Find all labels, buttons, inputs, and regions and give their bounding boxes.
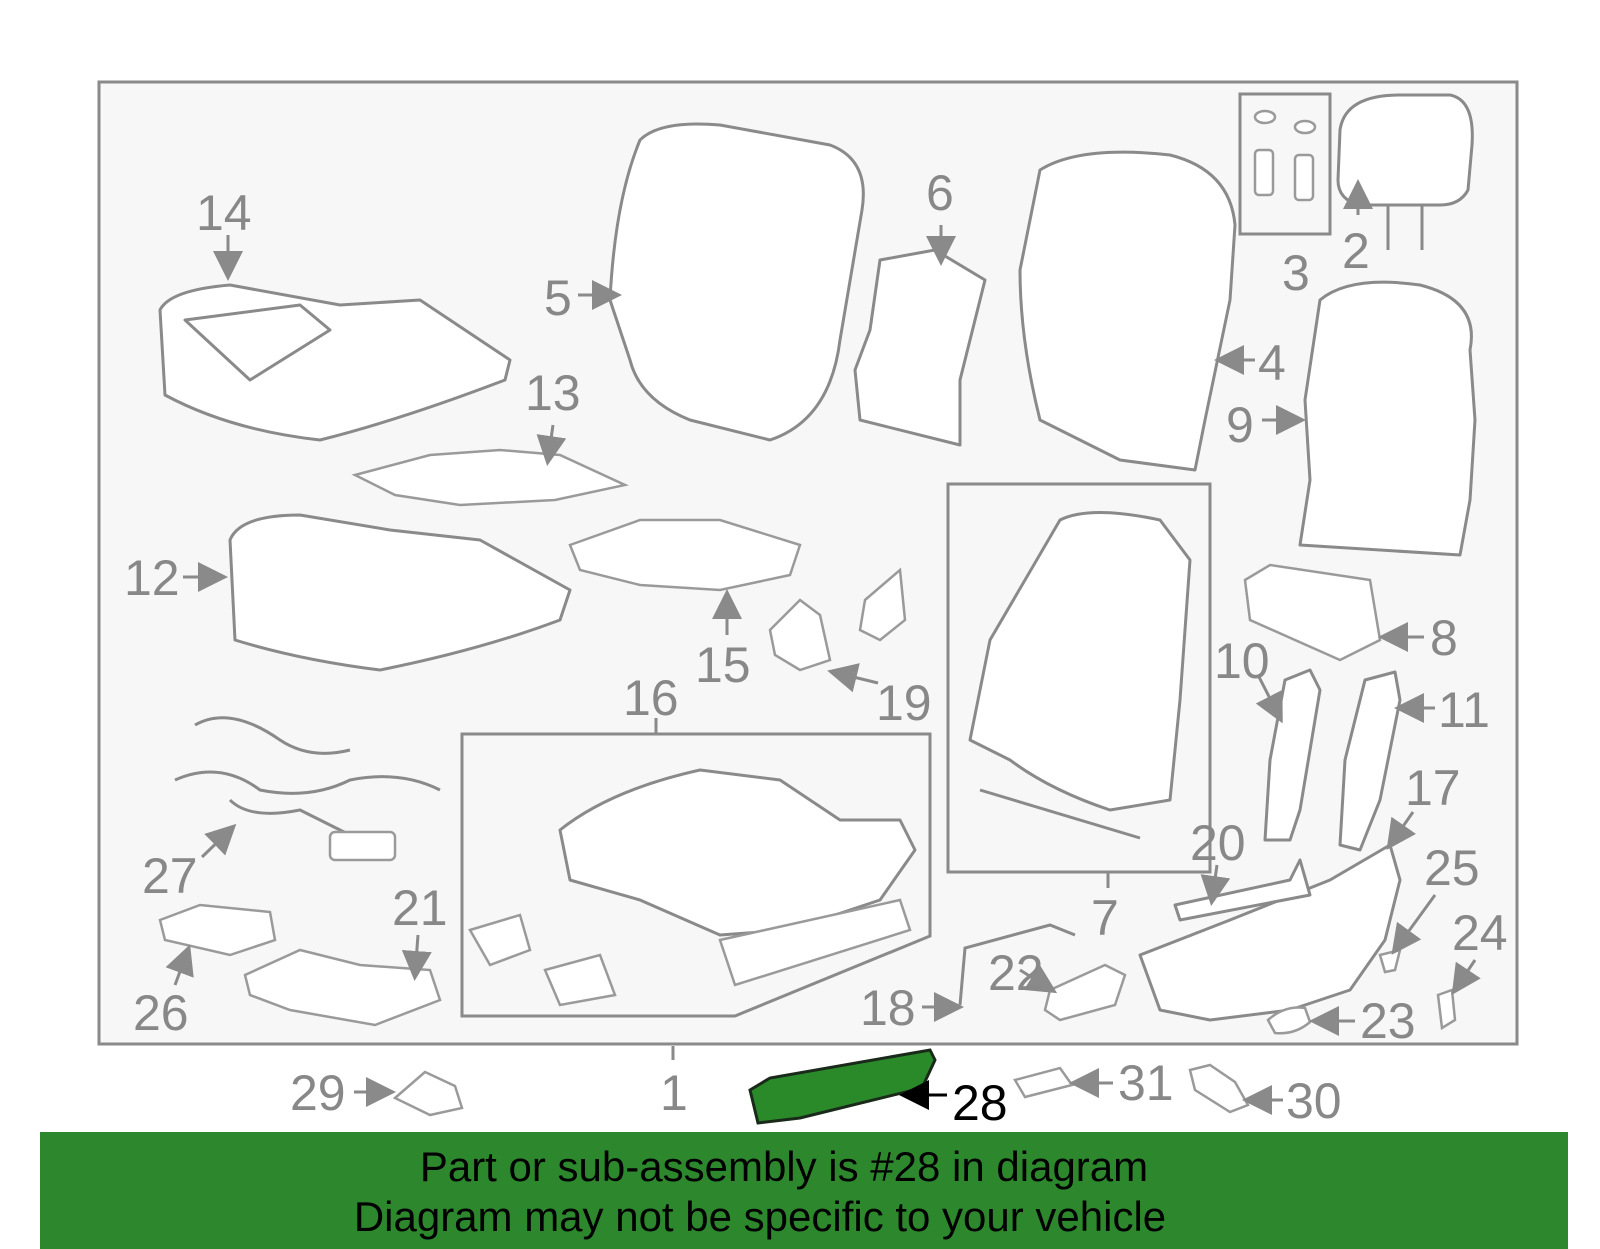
callout-18: 18 [860, 980, 916, 1036]
callout-28-highlighted: 28 [952, 1075, 1008, 1131]
callout-31: 31 [1118, 1055, 1174, 1111]
callout-14: 14 [196, 185, 252, 241]
part-6-pad [853, 248, 987, 447]
callout-4: 4 [1258, 335, 1286, 391]
callout-21: 21 [392, 880, 448, 936]
callout-7: 7 [1091, 890, 1119, 946]
part-12-cushion-pad [228, 513, 572, 672]
callout-24: 24 [1452, 905, 1508, 961]
callout-15: 15 [695, 637, 751, 693]
info-banner: Part or sub-assembly is #28 in diagram D… [40, 1132, 1568, 1249]
part-22-bracket [1043, 963, 1127, 1022]
banner-line-part: Part or sub-assembly is #28 in diagram [419, 1143, 1149, 1190]
callout-13: 13 [525, 365, 581, 421]
leader-lines [165, 179, 1481, 1115]
callout-27: 27 [142, 848, 198, 904]
part-19-bracket [768, 598, 832, 672]
banner-line-disclaimer: Diagram may not be specific to your vehi… [353, 1193, 1167, 1240]
part-14-cushion-cover [158, 283, 512, 442]
part-29-bracket [392, 1070, 464, 1117]
callout-23: 23 [1360, 993, 1416, 1049]
part-3-clips [1253, 109, 1317, 202]
callout-6: 6 [926, 165, 954, 221]
callout-3: 3 [1282, 245, 1310, 301]
part-26-module [158, 903, 277, 957]
callout-22: 22 [988, 945, 1044, 1001]
callout-16: 16 [623, 670, 679, 726]
callout-11: 11 [1438, 682, 1490, 738]
part-10-side-trim [1263, 668, 1322, 842]
part-31-bracket [1013, 1066, 1075, 1099]
part-30-bracket [1188, 1063, 1250, 1114]
part-9-back-panel [1298, 280, 1477, 557]
callout-9: 9 [1226, 397, 1254, 453]
part-18-rod [958, 923, 1076, 1006]
part-5-seatback-cover [608, 122, 865, 442]
callout-5: 5 [544, 270, 572, 326]
callout-19: 19 [876, 675, 932, 731]
part-21-bracket [243, 948, 442, 1027]
part-19-bracket-b [858, 567, 907, 642]
callout-26: 26 [133, 985, 189, 1041]
part-7-back-frame [968, 511, 1192, 812]
callout-2: 2 [1342, 223, 1370, 279]
callout-20: 20 [1190, 815, 1246, 871]
callout-29: 29 [290, 1065, 346, 1121]
callout-12: 12 [124, 550, 180, 606]
callout-17: 17 [1405, 760, 1461, 816]
callout-25: 25 [1424, 840, 1480, 896]
callout-1: 1 [660, 1065, 688, 1121]
part-4-seatback-panel [1018, 150, 1237, 472]
part-24-cap [1436, 988, 1457, 1031]
part-3-inset [1238, 92, 1332, 236]
part-11-side-trim [1338, 670, 1402, 852]
part-28-highlighted [748, 1048, 937, 1125]
callout-30: 30 [1286, 1073, 1342, 1129]
callout-8: 8 [1430, 610, 1458, 666]
part-15-suspension [568, 518, 802, 592]
callout-10: 10 [1214, 633, 1270, 689]
